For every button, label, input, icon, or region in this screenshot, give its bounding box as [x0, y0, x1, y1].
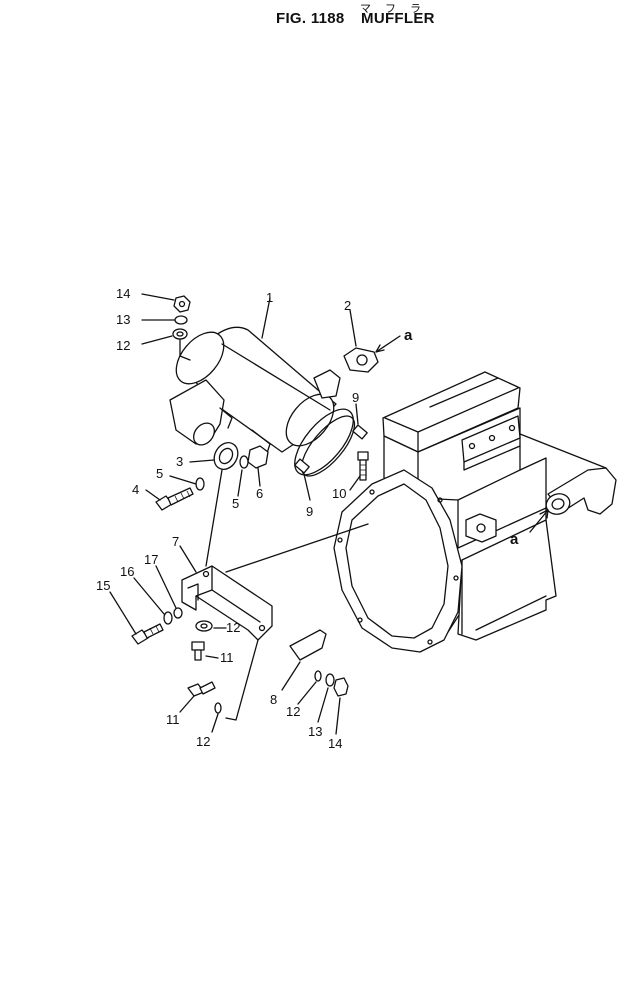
- bracket-part-7: [181, 565, 273, 641]
- title-kana: マフラ: [360, 2, 435, 15]
- callout-5-left: 5: [156, 466, 163, 481]
- engine-block: [333, 371, 617, 653]
- callout-11-upper: 11: [220, 650, 234, 665]
- callout-15: 15: [96, 578, 110, 593]
- leader-lines: [109, 293, 549, 735]
- nut-part-6: [247, 445, 269, 469]
- washer-part-5-right: [239, 455, 249, 469]
- callout-14-top: 14: [116, 286, 130, 301]
- lock-washer-part-13-right: [325, 673, 335, 687]
- callout-14-right: 14: [328, 736, 342, 751]
- reference-mark-a-bottom: a: [510, 531, 519, 548]
- washer-part-12-mid: [195, 620, 213, 632]
- washer-part-16: [163, 611, 173, 625]
- callout-2: 2: [344, 298, 351, 313]
- callout-7: 7: [172, 534, 179, 549]
- callout-11-lower: 11: [166, 712, 180, 727]
- bolt-part-15: [131, 623, 164, 645]
- callout-12-top: 12: [116, 338, 130, 353]
- washer-part-12-lower: [214, 702, 222, 714]
- gasket-part-2: [343, 347, 379, 373]
- bolt-part-10: [357, 451, 369, 481]
- callout-10: 10: [332, 486, 346, 501]
- callout-12-lower: 12: [196, 734, 210, 749]
- washer-part-5-left: [195, 477, 205, 491]
- lock-washer-part-13-top: [174, 315, 188, 325]
- callout-1: 1: [266, 290, 273, 305]
- washer-part-12-right: [314, 670, 322, 682]
- plate-part-8: [289, 629, 327, 661]
- nut-part-14-top: [173, 295, 191, 313]
- callout-12-right: 12: [286, 704, 300, 719]
- callout-3: 3: [176, 454, 183, 469]
- callout-5-right: 5: [232, 496, 239, 511]
- muffler-body: [169, 326, 341, 457]
- callout-8: 8: [270, 692, 277, 707]
- callout-9-lower: 9: [306, 504, 313, 519]
- callout-13-top: 13: [116, 312, 130, 327]
- callout-17: 17: [144, 552, 158, 567]
- page-title: FIG. 1188 MUFFLER: [276, 10, 435, 27]
- bolt-part-4: [155, 487, 194, 511]
- gasket-part-3: [213, 442, 239, 470]
- nut-part-14-right: [333, 677, 349, 697]
- bolt-part-11-upper: [191, 641, 205, 661]
- washer-part-12-top: [172, 328, 188, 340]
- callout-16: 16: [120, 564, 134, 579]
- figure-title: MUFFLER: [361, 10, 435, 27]
- reference-mark-a-top: a: [404, 327, 413, 344]
- figure-number: FIG. 1188: [276, 10, 345, 27]
- washer-part-17: [173, 607, 183, 619]
- callout-4: 4: [132, 482, 139, 497]
- callout-6: 6: [256, 486, 263, 501]
- callout-9-upper: 9: [352, 390, 359, 405]
- callout-13-right: 13: [308, 724, 322, 739]
- bolt-part-11-lower: [187, 681, 216, 697]
- callout-12-mid: 12: [226, 620, 240, 635]
